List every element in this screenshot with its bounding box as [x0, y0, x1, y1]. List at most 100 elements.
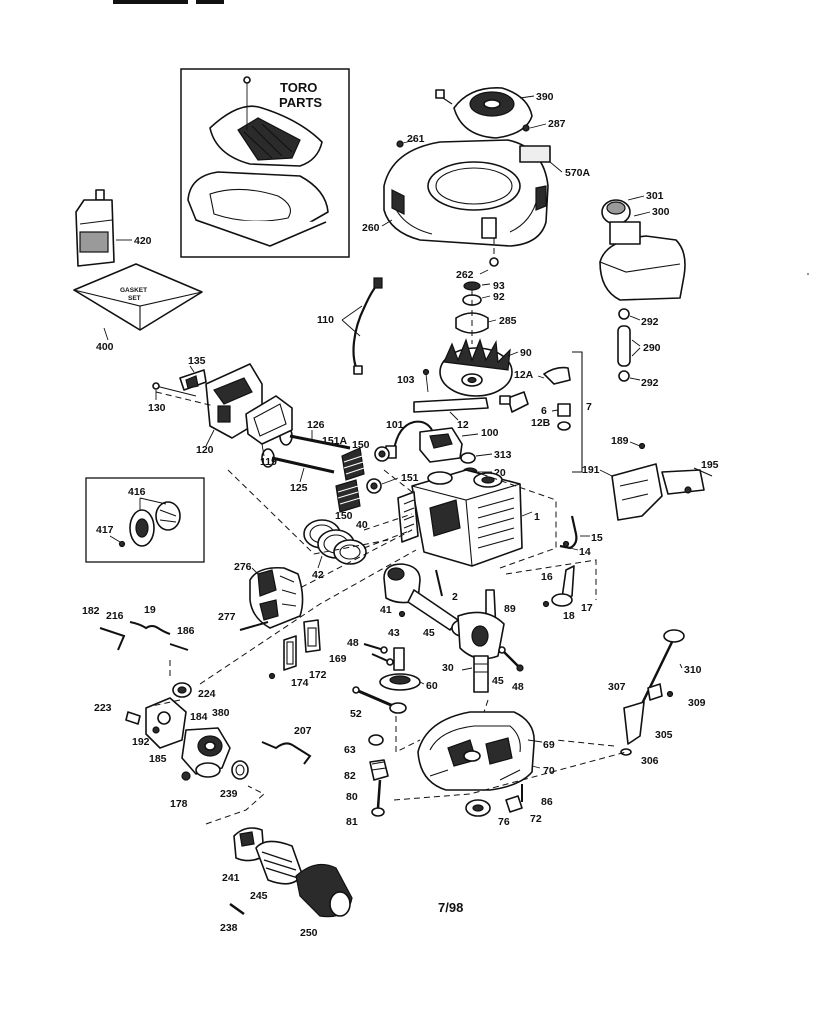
dipstick-icon: [620, 629, 685, 756]
label-306: 306: [641, 755, 659, 767]
toro-base-icon: [187, 171, 329, 247]
bolt-178-icon: [181, 771, 191, 781]
label-6: 6: [541, 405, 547, 417]
label-380: 380: [212, 707, 230, 719]
label-1: 1: [534, 511, 540, 523]
inset-title-line2: PARTS: [279, 95, 322, 110]
label-135: 135: [188, 355, 206, 367]
mount-gaskets-icon: [268, 619, 321, 680]
label-63: 63: [344, 744, 356, 756]
label-182: 182: [82, 605, 100, 617]
label-101: 101: [386, 419, 404, 431]
label-290: 290: [643, 342, 661, 354]
piston-rings-icon: [303, 519, 367, 565]
label-43: 43: [388, 627, 400, 639]
label-12A: 12A: [514, 369, 534, 381]
label-48b: 48: [512, 681, 524, 693]
label-92: 92: [493, 291, 505, 303]
oil-sump-icon: [417, 711, 535, 791]
label-30: 30: [442, 662, 454, 674]
toro-shroud-icon: [209, 76, 323, 167]
label-89: 89: [504, 603, 516, 615]
decal-570A-icon: [519, 145, 551, 163]
inset-416-417: [85, 477, 205, 563]
label-238: 238: [220, 922, 238, 934]
label-90: 90: [520, 347, 532, 359]
air-cleaner-icon: [229, 827, 353, 918]
date-code: 7/98: [438, 900, 463, 915]
label-276: 276: [234, 561, 252, 573]
label-15: 15: [591, 532, 603, 544]
ignition-module-icon: [385, 420, 463, 463]
assembly-dashed-lines: [151, 238, 627, 825]
label-192: 192: [132, 736, 150, 748]
tube-12-icon: [413, 397, 489, 413]
label-184: 184: [190, 711, 208, 723]
gasket-set-line1: GASKET: [120, 287, 147, 294]
screw-103-icon: [425, 373, 429, 393]
label-285: 285: [499, 315, 517, 327]
fuel-line-icon: [617, 308, 631, 382]
label-420: 420: [134, 235, 152, 247]
label-126: 126: [307, 419, 325, 431]
label-18: 18: [563, 610, 575, 622]
toro-parts-inset: TORO PARTS: [180, 68, 350, 258]
label-307: 307: [608, 681, 626, 693]
label-224: 224: [198, 688, 216, 700]
label-172: 172: [309, 669, 327, 681]
pin-2-icon: [435, 569, 443, 597]
label-42: 42: [312, 569, 324, 581]
fuel-tank-icon: [599, 199, 686, 301]
label-313: 313: [494, 449, 512, 461]
label-40: 40: [356, 519, 368, 531]
label-262: 262: [456, 269, 474, 281]
plug-313-icon: [460, 452, 476, 464]
muffler-icon: [249, 566, 304, 629]
label-189: 189: [611, 435, 629, 447]
label-48a: 48: [347, 637, 359, 649]
label-19: 19: [144, 604, 156, 616]
control-bracket-icon: [611, 442, 713, 521]
label-151A: 151A: [322, 435, 348, 447]
label-417: 417: [96, 524, 114, 536]
camshaft-icon: [379, 647, 421, 691]
label-103: 103: [397, 374, 415, 386]
label-245: 245: [250, 890, 268, 902]
label-69: 69: [543, 739, 555, 751]
label-82: 82: [344, 770, 356, 782]
label-100: 100: [481, 427, 499, 439]
label-301: 301: [646, 190, 664, 202]
screw-261-icon: [396, 140, 404, 148]
label-216: 216: [106, 610, 124, 622]
plug-72-icon: [505, 795, 523, 813]
label-12B: 12B: [531, 417, 551, 429]
label-110: 110: [317, 314, 334, 326]
label-292b: 292: [641, 377, 659, 389]
label-16: 16: [541, 571, 553, 583]
gasket-set-line2: SET: [128, 295, 141, 302]
label-241: 241: [222, 872, 240, 884]
label-178: 178: [170, 798, 188, 810]
governor-shaft-icon: [368, 734, 389, 817]
label-120: 120: [196, 444, 214, 456]
label-305: 305: [655, 729, 673, 741]
valve-train-icon: [261, 426, 390, 513]
inset-title-line1: TORO: [280, 80, 317, 95]
gasket-set-envelope-icon: GASKET SET: [73, 263, 203, 331]
label-169: 169: [329, 653, 347, 665]
recoil-starter-icon: [435, 87, 533, 139]
label-2: 2: [452, 591, 458, 603]
label-81: 81: [346, 816, 358, 828]
crankshaft-icon: [457, 589, 505, 693]
label-250: 250: [300, 927, 318, 939]
label-12: 12: [457, 419, 469, 431]
label-185: 185: [149, 753, 167, 765]
label-191: 191: [582, 464, 600, 476]
label-60: 60: [426, 680, 438, 692]
label-277: 277: [218, 611, 236, 623]
governor-control-icon: [152, 363, 293, 445]
label-14: 14: [579, 546, 591, 558]
flywheel-icon: [439, 338, 513, 397]
